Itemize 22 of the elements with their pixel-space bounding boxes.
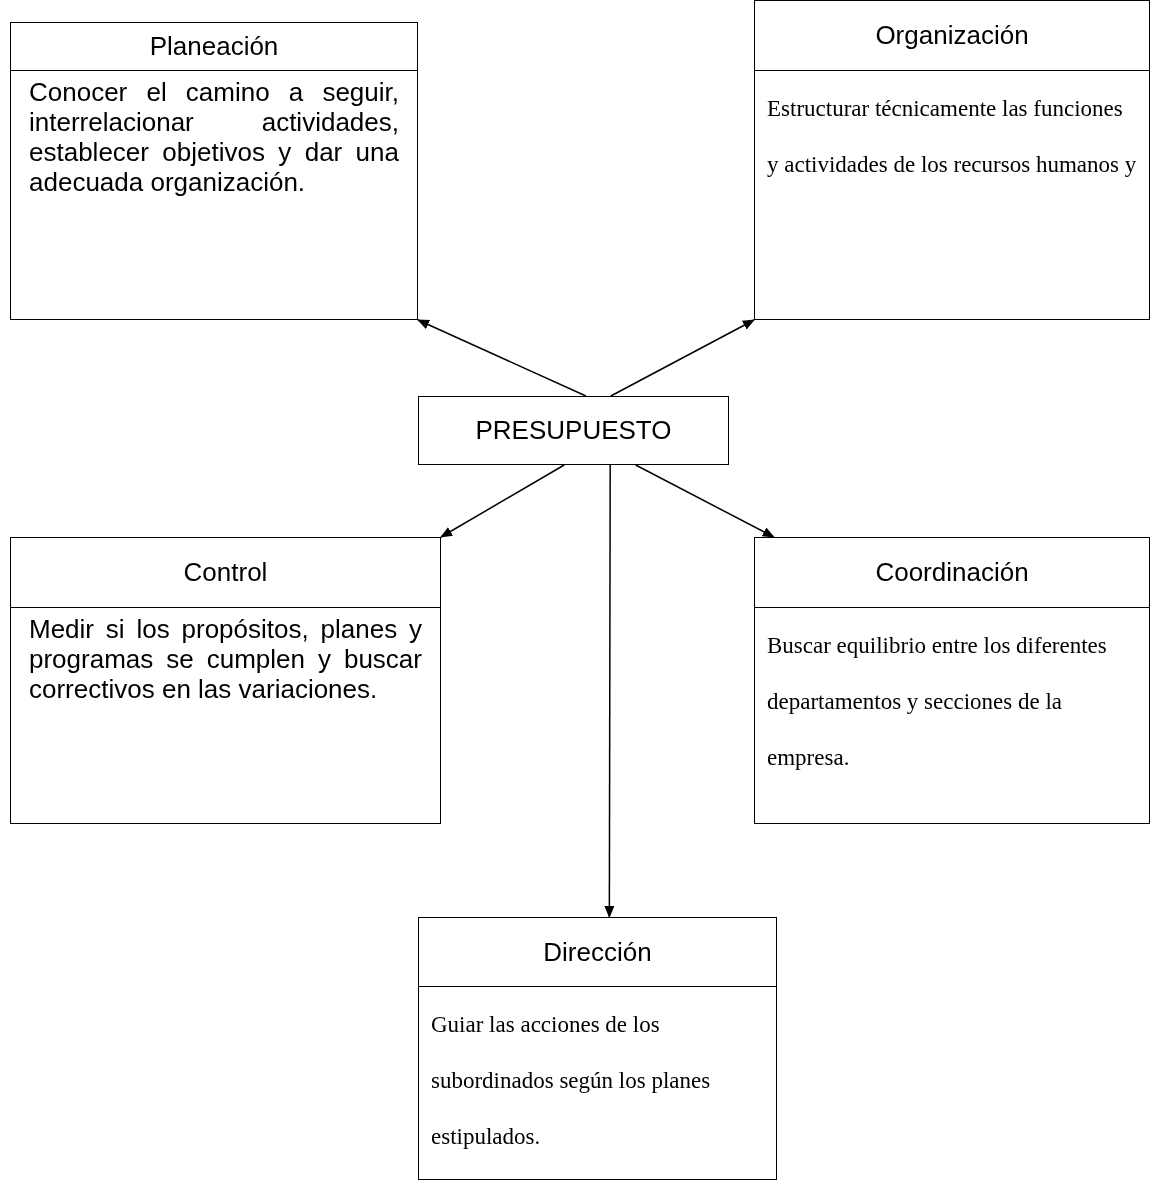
box-description: Buscar equilibrio entre los diferentes departamentos y secciones de la empresa. xyxy=(766,632,1108,772)
arrow xyxy=(610,319,755,397)
box-heading: Organización xyxy=(875,20,1029,51)
box-description: Estructurar técnicamente las funciones y actividades de los recursos humanos y xyxy=(766,95,1138,179)
process-box xyxy=(754,537,1150,824)
process-box xyxy=(10,22,418,320)
arrow xyxy=(440,464,565,538)
arrow xyxy=(634,464,775,538)
arrow xyxy=(604,464,615,918)
process-box xyxy=(10,537,441,824)
process-box xyxy=(754,0,1150,320)
box-description: Guiar las acciones de los subordinados según los planes estipulados. xyxy=(430,1011,712,1151)
process-box xyxy=(418,917,777,1180)
box-heading: Dirección xyxy=(543,936,652,968)
box-heading: Planeación xyxy=(149,31,279,62)
box-description: Medir si los propósitos, planes y programas se cumplen y buscar correctivos en las variaciones. xyxy=(28,613,423,706)
box-heading: PRESUPUESTO xyxy=(475,415,672,446)
process-box xyxy=(418,396,729,465)
box-description: Conocer el camino a seguir, interrelacionar actividades, establecer objetivos y dar una adecuada organización. xyxy=(28,76,400,199)
box-heading: Control xyxy=(183,557,268,588)
arrow xyxy=(417,319,587,397)
box-heading: Coordinación xyxy=(875,557,1029,588)
